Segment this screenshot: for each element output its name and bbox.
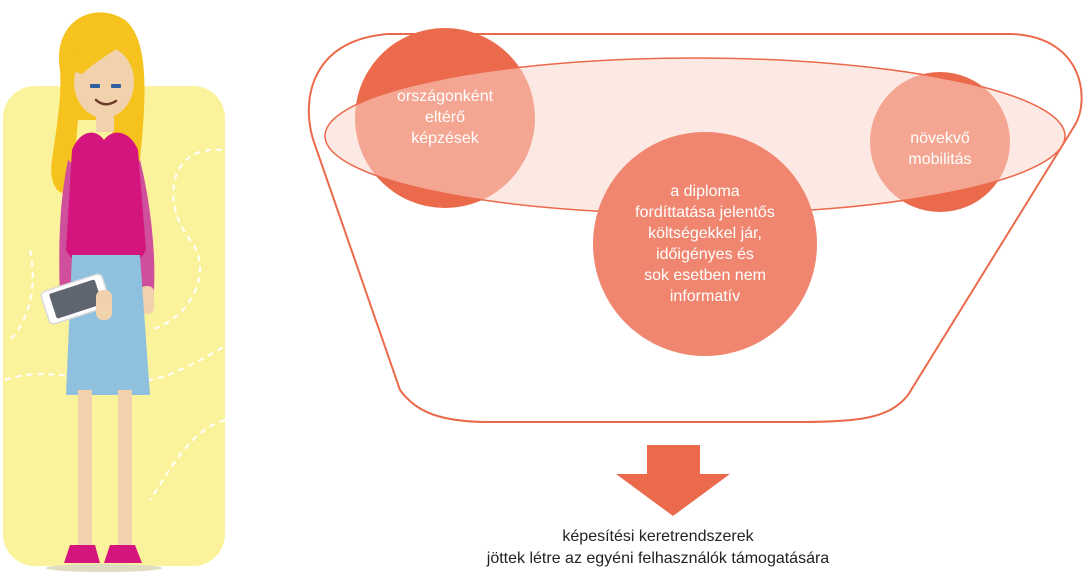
shadow: [46, 564, 162, 572]
circle-center-line: költségekkel jár,: [648, 225, 762, 242]
caption-line-1: képesítési keretrendszerek: [562, 528, 754, 545]
circle-center: [593, 132, 817, 356]
circle-center-line: időigényes és: [656, 246, 754, 263]
dashed-curve: [4, 344, 226, 383]
hair-fringe: [70, 35, 130, 74]
phone: [40, 273, 111, 325]
woman-illustration: [3, 12, 226, 572]
circle-left-line: országonként: [396, 88, 494, 105]
pink-top: [66, 132, 146, 272]
left-leg: [78, 390, 92, 550]
circle-left-line: eltérő: [424, 109, 466, 126]
dashed-curve: [149, 419, 226, 501]
circle-center-line: a diploma: [670, 183, 740, 200]
dashed-curve: [9, 249, 34, 341]
left-shoe: [64, 545, 100, 563]
circle-right-line: növekvő: [910, 130, 970, 147]
right-shoe: [104, 545, 142, 563]
funnel: [307, 33, 1083, 423]
smile: [94, 98, 118, 106]
blue-skirt: [66, 255, 150, 395]
circle-left-text: országonként eltérő képzések: [375, 86, 515, 149]
right-leg: [118, 390, 132, 550]
funnel-outline: [307, 33, 1083, 423]
dashed-curve: [149, 148, 223, 331]
circle-center-line: informatív: [669, 288, 741, 305]
result-caption: képesítési keretrendszerek jöttek létre …: [330, 526, 986, 570]
eye: [90, 84, 100, 88]
circle-right-line: mobilitás: [908, 151, 972, 168]
eye: [111, 84, 121, 88]
left-hand: [96, 290, 112, 320]
down-arrow: [616, 445, 730, 516]
circle-right-text: növekvő mobilitás: [880, 128, 1000, 170]
circle-left-line: képzések: [411, 130, 479, 147]
circle-center-text: a diploma fordíttatása jelentős költsége…: [605, 181, 805, 307]
circle-center-line: fordíttatása jelentős: [635, 204, 775, 221]
caption-line-2: jöttek létre az egyéni felhasználók támo…: [486, 550, 830, 567]
circle-center-line: sok esetben nem: [644, 267, 766, 284]
